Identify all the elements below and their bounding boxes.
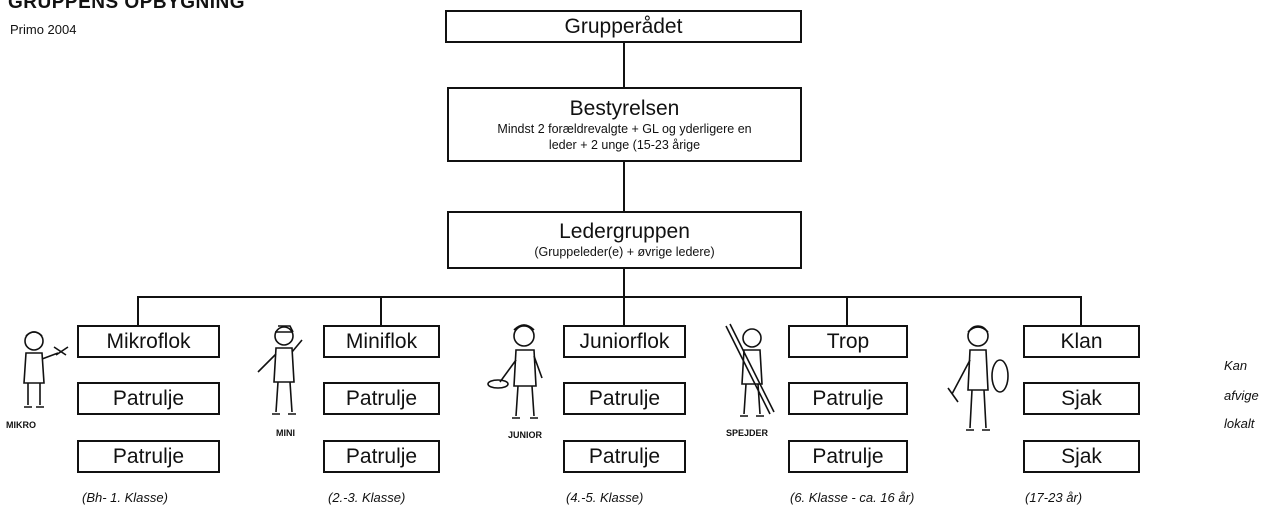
- spejder-scout-figure: [725, 323, 775, 417]
- bestyrelsen-label: Bestyrelsen: [569, 96, 680, 120]
- branch-1-age: (Bh- 1. Klasse): [82, 490, 168, 505]
- branch-4-unit-1: Patrulje: [788, 382, 908, 415]
- bestyrelsen-desc-1: Mindst 2 forældrevalgte + GL og yderlige…: [497, 121, 752, 136]
- note-line-2: afvige: [1224, 388, 1259, 403]
- branch-drop-1: [137, 296, 139, 327]
- branch-drop-4: [846, 296, 848, 327]
- branch-5-unit-1: Sjak: [1023, 382, 1140, 415]
- branch-bar: [137, 296, 1081, 298]
- branch-1-unit-2: Patrulje: [77, 440, 220, 473]
- grupperaadet-box: Grupperådet: [445, 10, 802, 43]
- bestyrelsen-box: Bestyrelsen Mindst 2 forældrevalgte + GL…: [447, 87, 802, 162]
- branch-5-age: (17-23 år): [1025, 490, 1083, 505]
- ledergruppen-desc: (Gruppeleder(e) + øvrige ledere): [534, 245, 715, 259]
- branch-4-age: (6. Klasse - ca. 16 år): [790, 490, 915, 505]
- connector-leaders: [623, 268, 625, 296]
- branch-1-unit-1: Patrulje: [77, 382, 220, 415]
- ledergruppen-box: Ledergruppen (Gruppeleder(e) + øvrige le…: [447, 211, 802, 269]
- branch-5-head: Klan: [1023, 325, 1140, 358]
- mikro-scout-figure: [23, 331, 69, 408]
- branch-1-head: Mikroflok: [77, 325, 220, 358]
- klan-scout-figure: [947, 325, 1009, 431]
- branch-drop-2: [380, 296, 382, 327]
- branch-3-unit-1: Patrulje: [563, 382, 686, 415]
- spejder-figure-label: SPEJDER: [726, 428, 769, 438]
- branch-5-unit-2: Sjak: [1023, 440, 1140, 473]
- branch-4-unit-2: Patrulje: [788, 440, 908, 473]
- branch-3-unit-2: Patrulje: [563, 440, 686, 473]
- note-line-3: lokalt: [1224, 416, 1255, 431]
- page-title: GRUPPENS OPBYGNING: [8, 0, 246, 13]
- note-line-1: Kan: [1224, 358, 1248, 373]
- branch-drop-3: [623, 296, 625, 327]
- branch-3-head: Juniorflok: [563, 325, 686, 358]
- grupperaadet-label: Grupperådet: [564, 14, 683, 38]
- page-subtitle: Primo 2004: [10, 22, 77, 37]
- branch-2-age: (2.-3. Klasse): [328, 490, 406, 505]
- mini-figure-label: MINI: [276, 428, 295, 438]
- junior-scout-figure: [487, 324, 543, 419]
- connector-board: [623, 162, 625, 212]
- branch-3-age: (4.-5. Klasse): [566, 490, 644, 505]
- branch-4-head: Trop: [788, 325, 908, 358]
- junior-figure-label: JUNIOR: [508, 430, 543, 440]
- mini-scout-figure: [257, 325, 303, 415]
- ledergruppen-label: Ledergruppen: [559, 220, 690, 243]
- branch-2-head: Miniflok: [323, 325, 440, 358]
- bestyrelsen-desc-2: leder + 2 unge (15-23 årige: [548, 137, 701, 152]
- branch-2-unit-2: Patrulje: [323, 440, 440, 473]
- branch-2-unit-1: Patrulje: [323, 382, 440, 415]
- branch-drop-5: [1080, 296, 1082, 327]
- connector-top: [623, 42, 625, 88]
- mikro-figure-label: MIKRO: [6, 420, 36, 430]
